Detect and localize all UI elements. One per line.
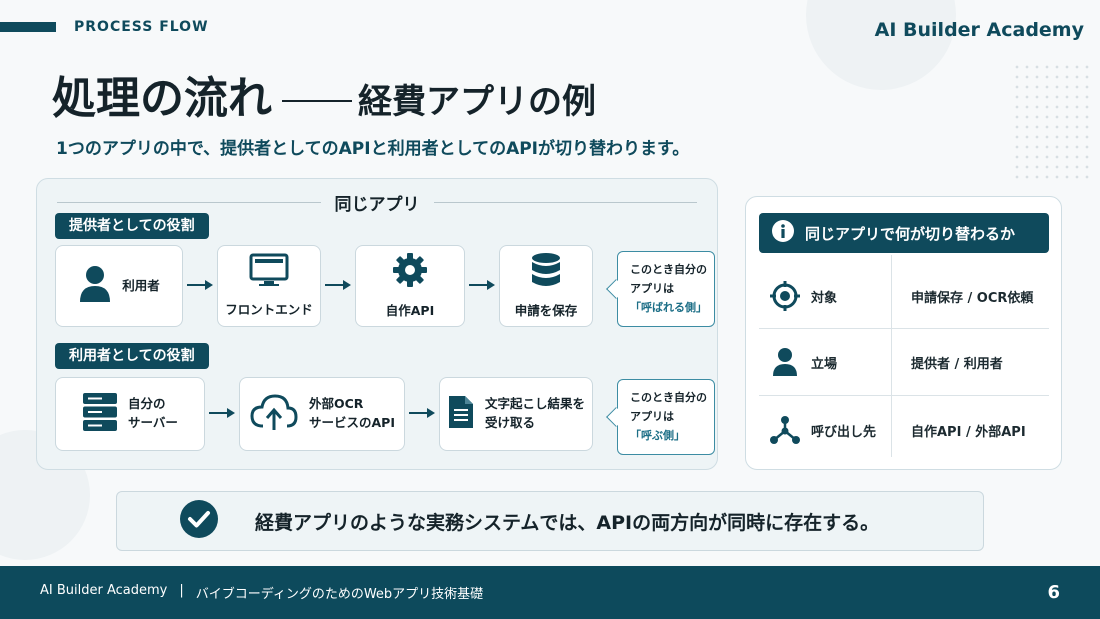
comparison-row: 立場 提供者 / 利用者 — [759, 329, 1049, 395]
comparison-value: 自作API / 外部API — [911, 424, 1026, 440]
gear-icon — [392, 252, 428, 292]
arrow-right-icon — [409, 408, 435, 418]
provider-role-tag: 提供者としての役割 — [55, 213, 209, 239]
server-icon — [82, 392, 118, 436]
arrow-right-icon — [325, 280, 351, 290]
arrow-right-icon — [209, 408, 235, 418]
network-icon — [759, 415, 811, 445]
conclusion-text: 経費アプリのような実務システムでは、APIの両方向が同時に存在する。 — [255, 511, 880, 534]
consumer-role-tag: 利用者としての役割 — [55, 343, 209, 369]
panel-heading-text: 同じアプリ — [334, 194, 420, 215]
comparison-title: 同じアプリで何が切り替わるか — [805, 224, 1016, 243]
comparison-key: 対象 — [811, 290, 838, 306]
arrow-right-icon — [187, 280, 213, 290]
brand-logo: AI Builder Academy — [874, 19, 1084, 41]
note-line: このとき自分の — [630, 263, 707, 276]
row-divider — [759, 328, 1049, 329]
note-line: アプリは — [630, 410, 674, 423]
document-icon — [447, 394, 475, 434]
flow-node-user: 利用者 — [55, 245, 183, 327]
same-app-panel: 同じアプリ 提供者としての役割 利用者 フロントエンド — [36, 178, 718, 470]
row-divider — [759, 395, 1049, 396]
comparison-key: 呼び出し先 — [811, 424, 877, 440]
dot-pattern — [1012, 62, 1092, 182]
target-icon — [759, 281, 811, 311]
user-icon — [78, 264, 112, 308]
page-title: 処理の流れ 経費アプリの例 — [52, 62, 596, 126]
comparison-key: 立場 — [811, 356, 838, 372]
monitor-icon — [249, 253, 289, 291]
comparison-row: 呼び出し先 自作API / 外部API — [759, 397, 1049, 463]
comparison-value: 提供者 / 利用者 — [911, 356, 1003, 372]
arrow-right-icon — [469, 280, 495, 290]
node-label: 文字起こし結果を受け取る — [484, 396, 585, 430]
node-label: フロントエンド — [225, 301, 313, 317]
accent-bar — [0, 22, 56, 32]
note-highlight: 「呼ぶ側」 — [630, 429, 685, 442]
footer-separator: | — [179, 583, 184, 598]
footer-brand: AI Builder Academy — [40, 583, 168, 598]
conclusion-banner: 経費アプリのような実務システムでは、APIの両方向が同時に存在する。 — [116, 491, 984, 551]
cloud-upload-icon — [249, 392, 299, 436]
comparison-row: 対象 申請保存 / OCR依頼 — [759, 263, 1049, 329]
database-icon — [530, 252, 562, 292]
comparison-header: 同じアプリで何が切り替わるか — [759, 213, 1049, 253]
page-number: 6 — [1047, 582, 1060, 603]
footer-info: AI Builder Academy | バイブコーディングのためのWebアプリ… — [40, 583, 483, 602]
note-line: このとき自分の — [630, 391, 707, 404]
title-main: 処理の流れ — [52, 73, 272, 124]
node-label: 利用者 — [122, 277, 160, 293]
person-icon — [759, 347, 811, 377]
note-line: アプリは — [630, 282, 674, 295]
note-highlight: 「呼ばれる側」 — [630, 301, 707, 314]
flow-node-frontend: フロントエンド — [217, 245, 321, 327]
background-circle — [806, 0, 956, 90]
flow-node-server: 自分のサーバー — [55, 377, 205, 451]
title-sub: 経費アプリの例 — [358, 82, 596, 122]
info-icon — [771, 219, 795, 247]
page-subtitle: 1つのアプリの中で、提供者としてのAPIと利用者としてのAPIが切り替わります。 — [56, 139, 690, 159]
comparison-value: 申請保存 / OCR依頼 — [911, 290, 1034, 306]
node-label: 自分のサーバー — [128, 396, 178, 430]
flow-node-result: 文字起こし結果を受け取る — [439, 377, 593, 451]
title-dash — [282, 100, 352, 102]
flow-node-api: 自作API — [355, 245, 465, 327]
consumer-note: このとき自分の アプリは 「呼ぶ側」 — [606, 379, 715, 455]
node-label: 申請を保存 — [514, 302, 578, 318]
flow-node-storage: 申請を保存 — [499, 245, 593, 327]
node-label: 自作API — [385, 302, 435, 318]
section-label: PROCESS FLOW — [74, 19, 209, 35]
column-divider — [891, 255, 892, 457]
footer: AI Builder Academy | バイブコーディングのためのWebアプリ… — [0, 566, 1100, 619]
comparison-panel: 同じアプリで何が切り替わるか 対象 申請保存 / OCR依頼 立場 提供者 / … — [745, 196, 1062, 470]
footer-course: バイブコーディングのためのWebアプリ技術基礎 — [195, 587, 484, 602]
panel-heading: 同じアプリ — [57, 191, 697, 215]
check-circle-icon — [179, 499, 219, 543]
provider-note: このとき自分の アプリは 「呼ばれる側」 — [606, 251, 715, 327]
